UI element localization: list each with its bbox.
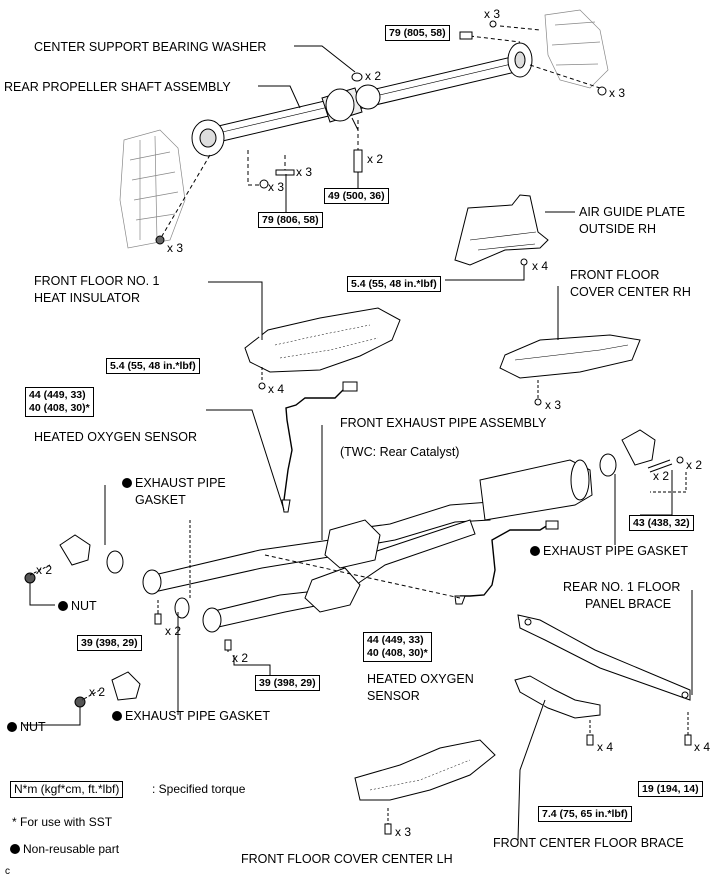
torque-7-4: 7.4 (75, 65 in.*lbf)	[538, 806, 632, 822]
legend-non-reusable-text: Non-reusable part	[23, 842, 120, 856]
air-guide-plate-outside-rh	[445, 194, 549, 281]
torque-39-left: 39 (398, 29)	[77, 635, 142, 651]
qty-bolt-39-left: x 2	[165, 624, 182, 638]
legend-non-reusable: Non-reusable part	[10, 842, 119, 857]
label-twc-note: (TWC: Rear Catalyst)	[340, 445, 460, 459]
label-exhaust-pipe-gasket-left: EXHAUST PIPE	[122, 476, 226, 491]
qty-nut-upper: x 2	[36, 563, 53, 577]
qty-bolt-39-center: x 2	[232, 651, 249, 665]
transmission-outline	[119, 129, 186, 249]
qty-air-guide: x 4	[532, 259, 549, 273]
non-reusable-dot-icon	[10, 844, 20, 854]
label-rear-floor-panel-brace-1: REAR NO. 1 FLOOR	[563, 580, 681, 594]
label-text: EXHAUST PIPE	[135, 476, 226, 490]
label-center-support-bearing-washer: CENTER SUPPORT BEARING WASHER	[34, 40, 267, 54]
corner-mark: c	[5, 866, 10, 877]
torque-79-805: 79 (805, 58)	[385, 25, 450, 41]
front-exhaust-pipe-assembly	[59, 429, 684, 701]
qty-rear-spring: x 2	[653, 469, 670, 483]
propeller-hardware	[155, 20, 607, 245]
label-front-center-floor-brace: FRONT CENTER FLOOR BRACE	[493, 836, 684, 850]
torque-49: 49 (500, 36)	[324, 188, 389, 204]
qty-cover-lh: x 3	[395, 825, 412, 839]
qty-heat-insulator: x 4	[268, 382, 285, 396]
label-front-exhaust-pipe-assembly: FRONT EXHAUST PIPE ASSEMBLY	[340, 416, 547, 430]
label-heated-oxygen-sensor-lower-1: HEATED OXYGEN	[367, 672, 474, 686]
legend-sst-note: * For use with SST	[12, 815, 113, 829]
torque-5-4-heat-insulator: 5.4 (55, 48 in.*lbf)	[106, 358, 200, 374]
heated-oxygen-sensor-lower	[264, 520, 559, 605]
label-rear-floor-panel-brace-2: PANEL BRACE	[585, 597, 672, 611]
torque-79-806: 79 (806, 58)	[258, 212, 323, 228]
front-floor-cover-center-rh	[499, 286, 641, 406]
qty-brace-7-4: x 4	[597, 740, 614, 754]
label-cover-center-rh-2: COVER CENTER RH	[570, 285, 691, 299]
label-air-guide-plate-1: AIR GUIDE PLATE	[579, 205, 686, 219]
label-heated-oxygen-sensor-upper: HEATED OXYGEN SENSOR	[34, 430, 197, 444]
label-nut-upper: NUT	[58, 599, 97, 614]
rear-no1-floor-panel-brace	[517, 590, 693, 746]
torque-19: 19 (194, 14)	[638, 781, 703, 797]
qty-top-right-bolt: x 3	[484, 7, 501, 21]
qty-nut-lower: x 2	[89, 685, 106, 699]
torque-5-4-air-guide: 5.4 (55, 48 in.*lbf)	[347, 276, 441, 292]
qty-top-right-nut: x 3	[609, 86, 626, 100]
legend-torque-text: : Specified torque	[152, 782, 246, 796]
legend-torque-box: N*m (kgf*cm, ft.*lbf)	[10, 781, 124, 798]
torque-44-lower: 44 (449, 33) 40 (408, 30)*	[363, 632, 432, 662]
torque-43: 43 (438, 32)	[629, 515, 694, 531]
label-heat-insulator-1: FRONT FLOOR NO. 1	[34, 274, 160, 288]
label-exhaust-pipe-gasket-left-2: GASKET	[135, 493, 186, 507]
qty-brace-19: x 4	[694, 740, 711, 754]
qty-rear-bolt: x 2	[686, 458, 703, 472]
label-rear-propeller-shaft-assembly: REAR PROPELLER SHAFT ASSEMBLY	[4, 80, 231, 94]
label-text: NUT	[20, 720, 46, 734]
non-reusable-dot-icon	[112, 711, 122, 721]
label-text: EXHAUST PIPE GASKET	[543, 544, 688, 558]
heated-oxygen-sensor-upper	[206, 381, 358, 513]
qty-washer-806: x 3	[268, 180, 285, 194]
label-heated-oxygen-sensor-lower-2: SENSOR	[367, 689, 420, 703]
label-exhaust-pipe-gasket-right: EXHAUST PIPE GASKET	[530, 544, 688, 559]
dashed-guides-top	[161, 25, 601, 237]
label-text: EXHAUST PIPE GASKET	[125, 709, 270, 723]
qty-bolt-806: x 3	[296, 165, 313, 179]
non-reusable-dot-icon	[58, 601, 68, 611]
label-exhaust-pipe-gasket-lower: EXHAUST PIPE GASKET	[112, 709, 270, 724]
label-air-guide-plate-2: OUTSIDE RH	[579, 222, 657, 236]
non-reusable-dot-icon	[7, 722, 17, 732]
rear-propeller-shaft	[191, 42, 533, 157]
front-center-floor-brace	[514, 675, 601, 841]
front-floor-cover-center-lh	[354, 739, 496, 835]
qty-cover-rh: x 3	[545, 398, 562, 412]
leaders-top	[258, 45, 575, 213]
differential-outline	[544, 9, 609, 89]
qty-transmission-nut: x 3	[167, 241, 184, 255]
qty-washer: x 2	[365, 69, 382, 83]
label-nut-lower: NUT	[7, 720, 46, 735]
label-front-floor-cover-center-lh: FRONT FLOOR COVER CENTER LH	[241, 852, 453, 866]
torque-39-center: 39 (398, 29)	[255, 675, 320, 691]
qty-bolt-49: x 2	[367, 152, 384, 166]
non-reusable-dot-icon	[530, 546, 540, 556]
exhaust-hardware	[24, 425, 687, 726]
label-cover-center-rh-1: FRONT FLOOR	[570, 268, 660, 282]
label-heat-insulator-2: HEAT INSULATOR	[34, 291, 141, 305]
torque-44-upper: 44 (449, 33) 40 (408, 30)*	[25, 387, 94, 417]
front-floor-no1-heat-insulator	[208, 281, 401, 390]
label-text: NUT	[71, 599, 97, 613]
non-reusable-dot-icon	[122, 478, 132, 488]
